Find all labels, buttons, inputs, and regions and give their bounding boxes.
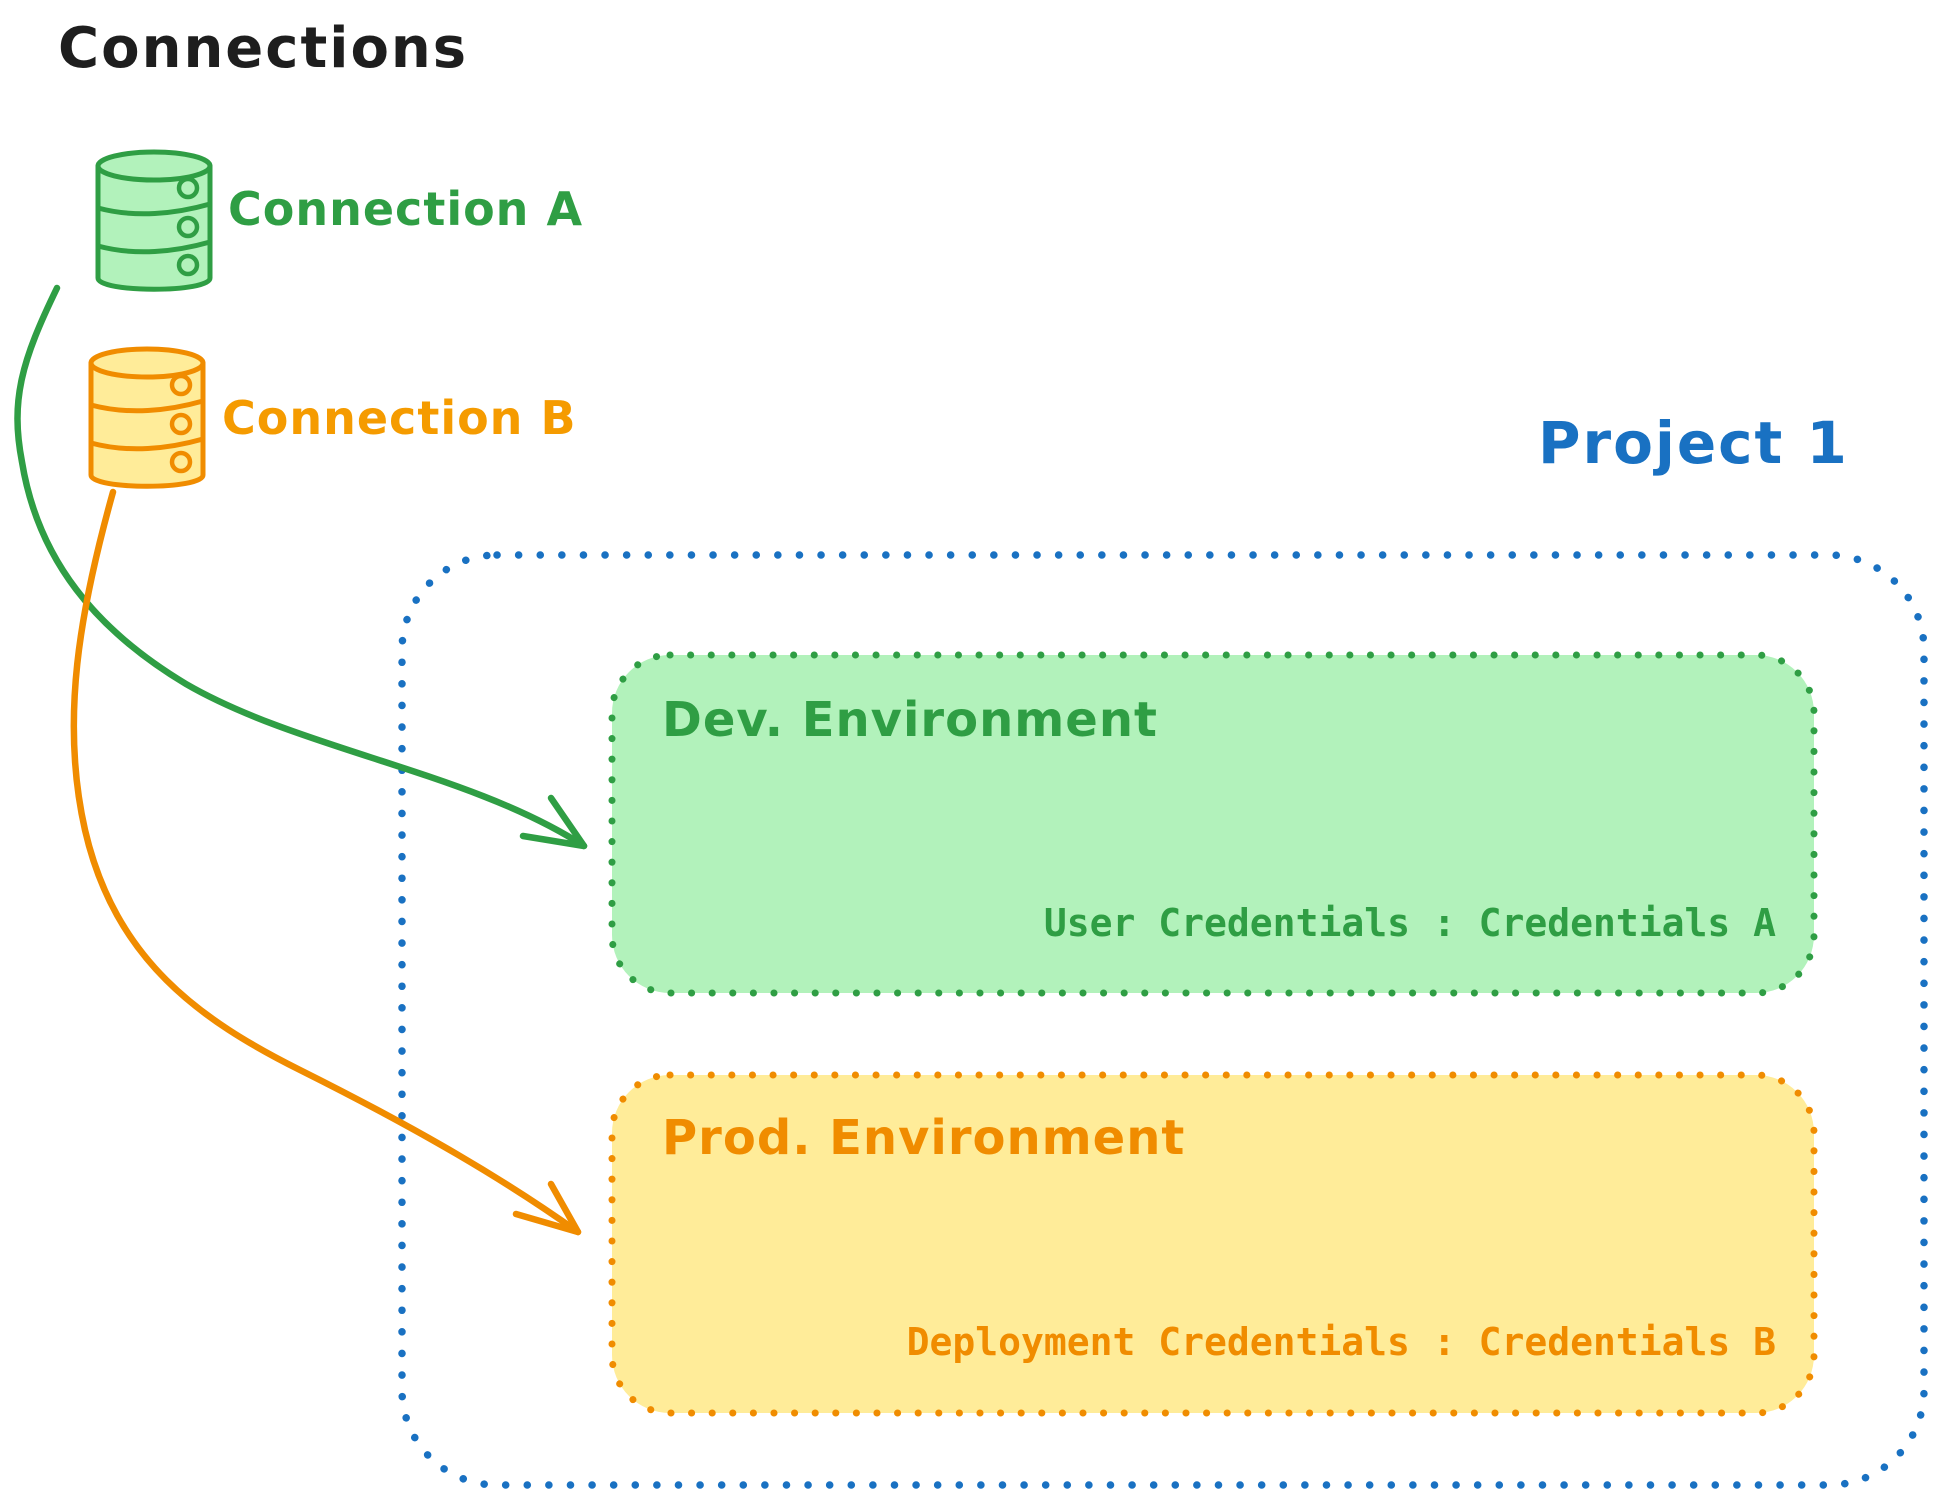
connection-b-arrow — [70, 488, 582, 1236]
prod-environment-box — [608, 1071, 1818, 1417]
prod-environment-credentials: Deployment Credentials : Credentials B — [906, 1320, 1776, 1364]
database-icon-connection-b — [88, 346, 206, 489]
prod-environment-title: Prod. Environment — [662, 1110, 1186, 1166]
project-title: Project 1 — [1538, 409, 1849, 477]
connection-b-label: Connection B — [222, 391, 577, 445]
dev-environment-credentials: User Credentials : Credentials A — [1043, 901, 1776, 945]
arrowhead — [512, 1180, 582, 1236]
connection-a-label: Connection A — [228, 182, 584, 236]
connection-a-arrow — [14, 284, 588, 850]
diagram-title: Connections — [58, 16, 469, 81]
dev-environment-box — [608, 651, 1818, 997]
dev-environment-title: Dev. Environment — [662, 692, 1158, 748]
arrowhead — [519, 794, 588, 850]
database-icon-connection-a — [95, 149, 213, 292]
project-box — [398, 551, 1928, 1489]
